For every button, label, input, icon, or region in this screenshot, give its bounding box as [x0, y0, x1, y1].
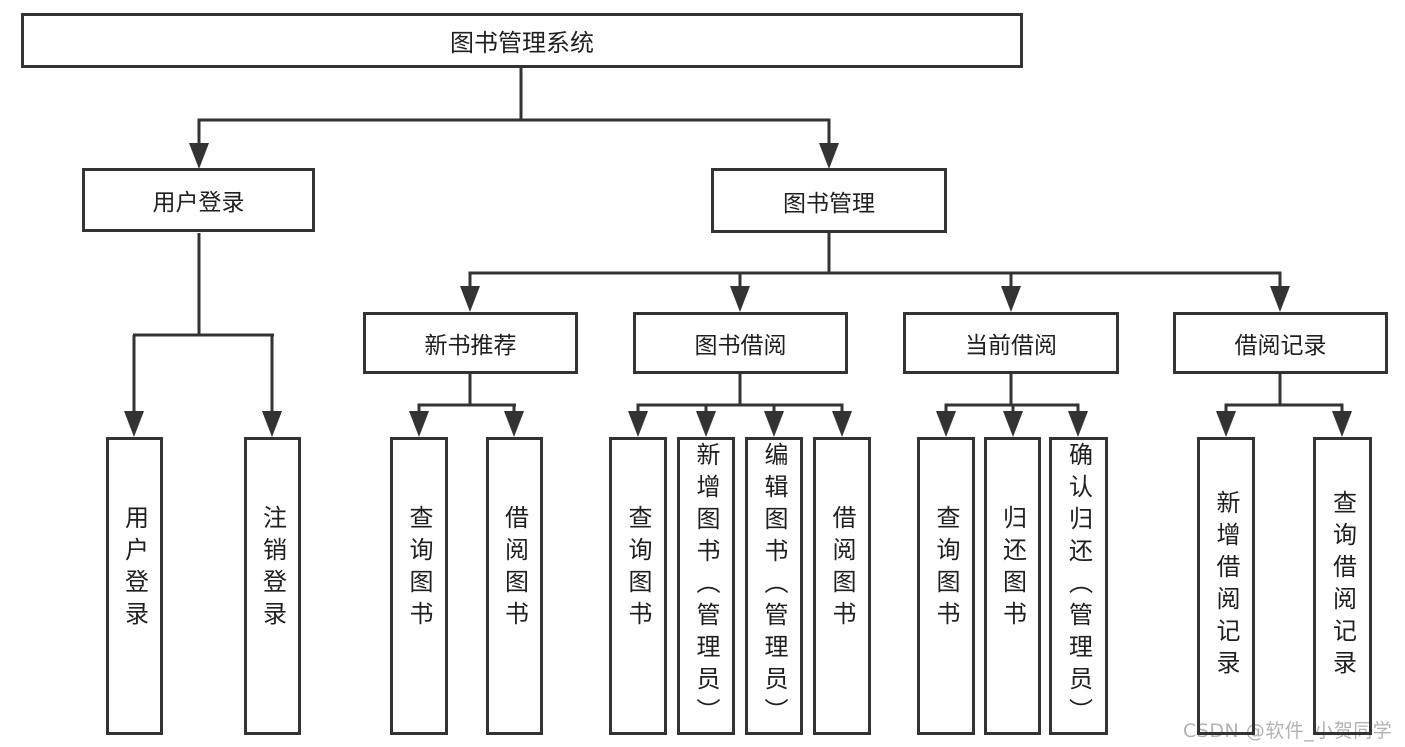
node-label: 新增图书（管理员） [692, 442, 720, 730]
node-query-borrow-record: 查询借阅记录 [1313, 437, 1372, 735]
node-label: 图书管理系统 [450, 29, 594, 57]
node-label: 查询图书 [624, 505, 652, 633]
node-query-books-recommend: 查询图书 [390, 437, 448, 735]
node-new-book-recommend: 新书推荐 [363, 312, 578, 374]
node-label: 用户登录 [152, 190, 245, 216]
node-label: 查询图书 [932, 505, 960, 633]
node-query-books-borrowing: 查询图书 [609, 437, 667, 735]
node-borrow-books-borrowing: 借阅图书 [813, 437, 871, 735]
node-add-borrow-record: 新增借阅记录 [1197, 437, 1255, 735]
node-label: 注销登录 [258, 505, 287, 633]
node-label: 查询图书 [405, 505, 433, 633]
node-edit-books-admin: 编辑图书（管理员） [745, 437, 803, 735]
node-library-system: 图书管理系统 [21, 13, 1023, 68]
node-confirm-return-admin: 确认归还（管理员） [1049, 437, 1108, 735]
node-label: 借阅图书 [828, 505, 856, 633]
arrowhead-icons [124, 143, 1352, 437]
node-label: 当前借阅 [965, 333, 1057, 359]
node-current-borrowing: 当前借阅 [903, 312, 1119, 374]
node-label: 新增借阅记录 [1212, 490, 1240, 682]
node-label: 图书借阅 [694, 333, 787, 359]
node-label: 用户登录 [120, 505, 149, 633]
node-return-books: 归还图书 [984, 437, 1041, 735]
node-label: 图书管理 [783, 190, 875, 217]
node-borrowing-records: 借阅记录 [1173, 312, 1388, 374]
node-label: 确认归还（管理员） [1064, 442, 1093, 730]
node-user-login: 用户登录 [82, 168, 315, 232]
node-book-borrowing: 图书借阅 [633, 312, 848, 374]
node-logout: 注销登录 [244, 437, 301, 735]
node-label: 借阅记录 [1234, 333, 1327, 359]
node-add-books-admin: 新增图书（管理员） [677, 437, 735, 735]
node-book-management: 图书管理 [711, 168, 947, 233]
node-label: 借阅图书 [500, 505, 529, 633]
node-query-books-current: 查询图书 [917, 437, 975, 735]
node-label: 编辑图书（管理员） [760, 442, 788, 730]
watermark: CSDN @软件_小贺同学 [1183, 720, 1393, 742]
connector-stems [132, 68, 1344, 415]
node-label: 归还图书 [998, 505, 1027, 633]
node-label: 查询借阅记录 [1328, 490, 1357, 682]
node-user-login-leaf: 用户登录 [106, 437, 163, 735]
node-borrow-books-recommend: 借阅图书 [486, 437, 543, 735]
node-label: 新书推荐 [424, 333, 517, 359]
